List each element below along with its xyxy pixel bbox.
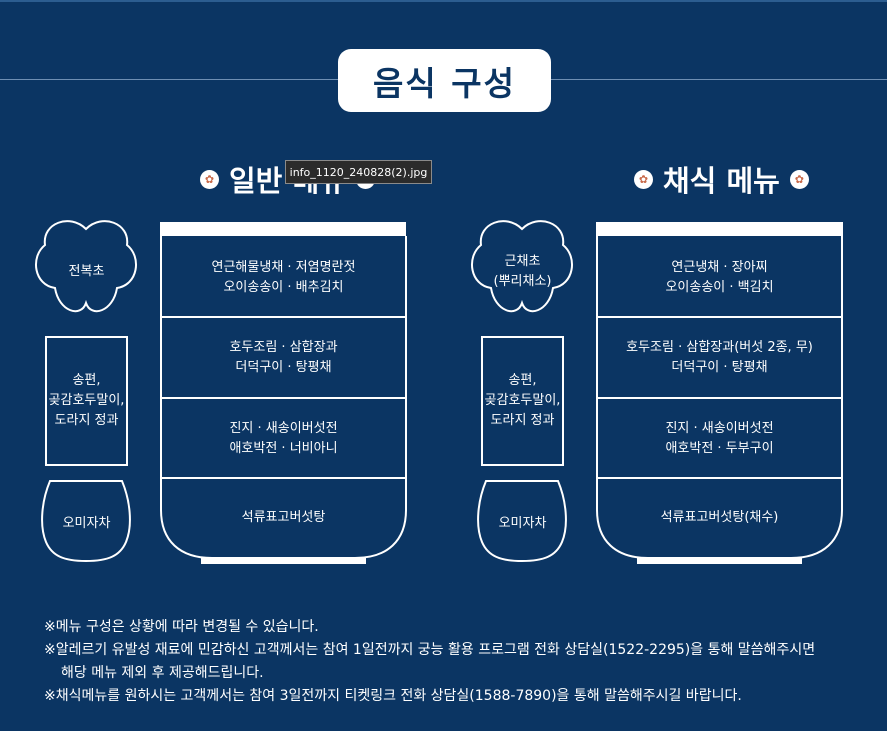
flower-bullet-icon: ✿	[789, 169, 809, 189]
tea-cup-vegetarian	[477, 480, 567, 563]
note-item: ※메뉴 구성은 상황에 따라 변경될 수 있습니다.	[44, 619, 319, 635]
tier-cap-vegetarian	[596, 222, 843, 236]
title-rule-left	[0, 79, 338, 80]
note-item: 해당 메뉴 제외 후 제공해드립니다.	[61, 665, 264, 681]
tier-cap-general	[160, 222, 406, 236]
flower-bullet-icon: ✿	[200, 169, 219, 189]
dessert-box-vegetarian	[481, 336, 564, 466]
notes: ※메뉴 구성은 상황에 따라 변경될 수 있습니다. ※알레르기 유발성 재료에…	[44, 616, 844, 708]
filename-tooltip: info_1120_240828(2).jpg	[285, 160, 432, 184]
tea-cup-general	[41, 480, 131, 563]
tier-2-general: 호두조림 · 삼합장과 더덕구이 · 탕평채	[229, 340, 338, 375]
flower-plate-general	[35, 220, 137, 313]
note-item: ※채식메뉴를 원하시는 고객께서는 참여 3일전까지 티켓링크 전화 상담실(1…	[44, 688, 742, 704]
tier-4-general: 석류표고버섯탕	[241, 510, 326, 525]
tier-4-vegetarian: 석류표고버섯탕(채수)	[660, 510, 779, 525]
tier-1-general: 연근해물냉채 · 저염명란젓 오이송송이 · 배추김치	[211, 259, 356, 295]
flower-plate-vegetarian	[471, 220, 573, 313]
tier-3-vegetarian: 진지 · 새송이버섯전 애호박전 · 두부구이	[665, 420, 774, 456]
flower-bullet-icon: ✿	[634, 169, 653, 189]
dessert-box-general	[45, 336, 128, 466]
note-item: ※알레르기 유발성 재료에 민감하신 고객께서는 참여 1일전까지 궁능 활용 …	[44, 642, 816, 658]
flower-plate-label-vegetarian: 근채초 (뿌리채소)	[493, 254, 552, 289]
dessert-box-label-general: 송편, 곶감호두말이, 도라지 정과	[48, 373, 125, 428]
tea-cup-label-vegetarian: 오미자차	[498, 516, 547, 531]
tier-3-general: 진지 · 새송이버섯전 애호박전 · 너비아니	[229, 420, 338, 456]
top-border	[0, 0, 887, 2]
tea-cup-label-general: 오미자차	[62, 516, 111, 531]
tier-1-vegetarian: 연근냉채 · 장아찌 오이송송이 · 백김치	[665, 259, 774, 295]
dessert-box-label-vegetarian: 송편, 곶감호두말이, 도라지 정과	[484, 373, 561, 428]
vegetarian-menu-heading: ✿ 채식 메뉴 ✿	[634, 162, 809, 198]
tier-2-vegetarian: 호두조림 · 삼합장과(버섯 2종, 무) 더덕구이 · 탕평채	[626, 340, 813, 375]
title-rule-right	[551, 79, 887, 80]
vegetarian-menu-heading-text: 채식 메뉴	[663, 164, 780, 198]
flower-plate-label-general: 전복초	[68, 264, 105, 279]
page-title: 음식 구성	[338, 49, 551, 112]
